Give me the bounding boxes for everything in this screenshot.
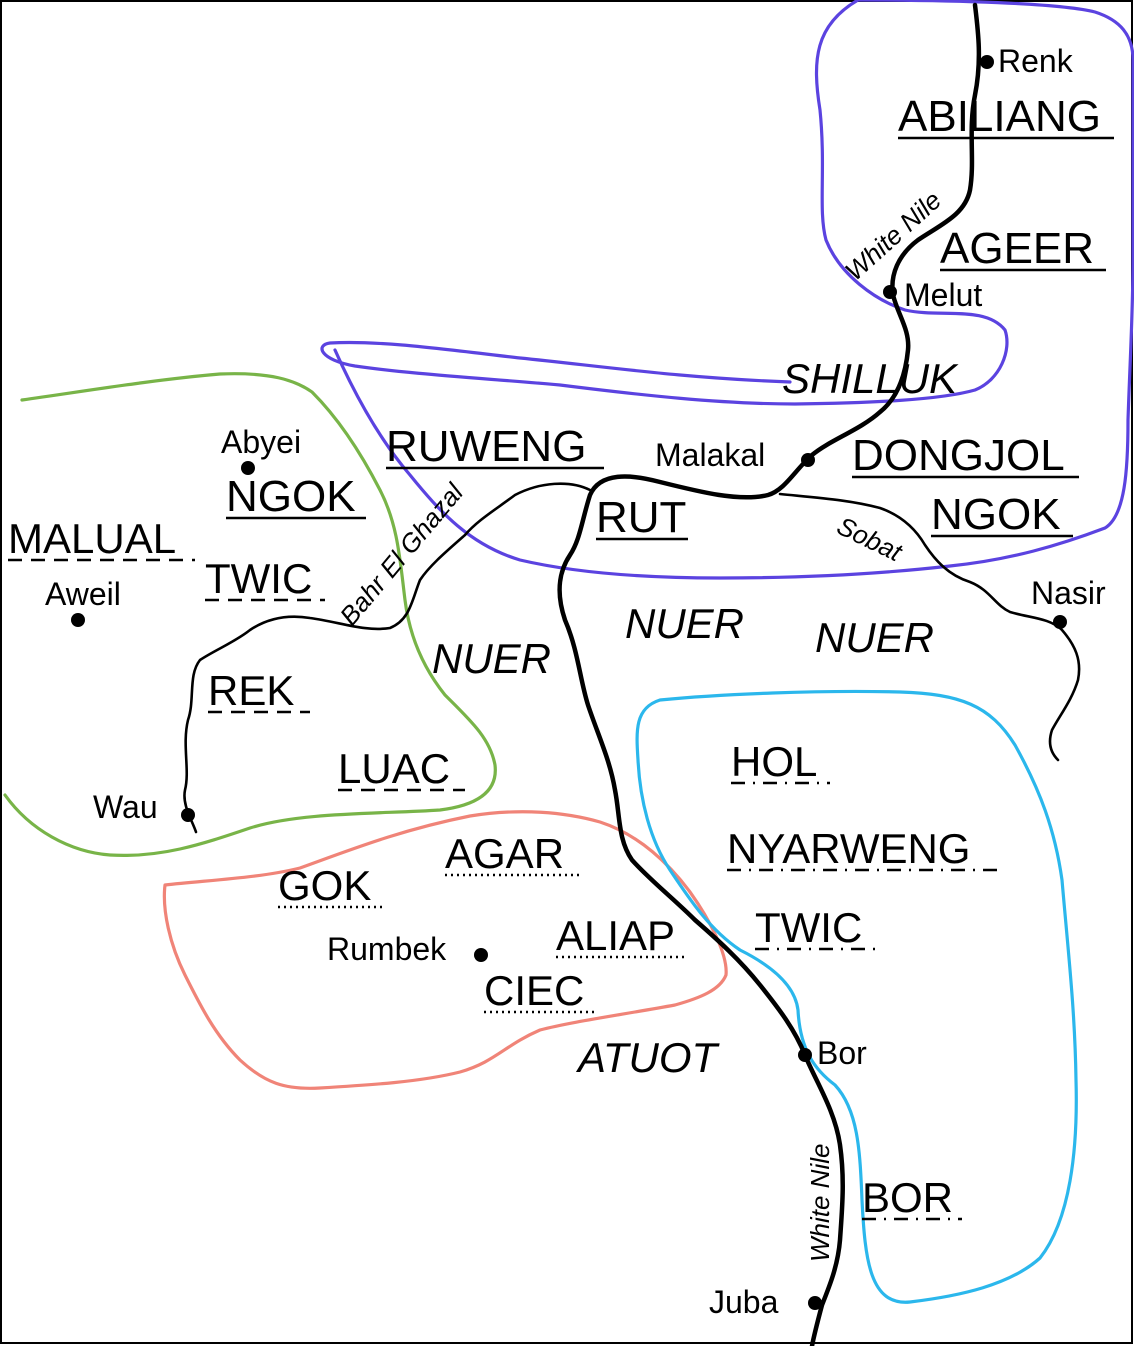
group-label-gok: GOK [278, 862, 371, 909]
group-label-nuer-center: NUER [625, 600, 744, 647]
town-label-aweil: Aweil [45, 576, 121, 612]
group-label-nuer-east: NUER [815, 614, 934, 661]
river-white-nile [557, 2, 982, 1346]
town-dot-juba [808, 1296, 822, 1310]
region-outline-cyan [635, 689, 1078, 1304]
river-sobat [778, 492, 1081, 762]
group-label-bor: BOR [862, 1174, 953, 1221]
group-label-ciec: CIEC [484, 967, 584, 1014]
group-label-nyarweng: NYARWENG [727, 825, 970, 872]
group-label-rut: RUT [596, 493, 686, 542]
town-label-nasir: Nasir [1031, 575, 1106, 611]
town-dot-aweil [71, 613, 85, 627]
region-outline-green [3, 372, 497, 858]
town-dot-renk [980, 55, 994, 69]
group-label-shilluk: SHILLUK [782, 355, 959, 402]
group-label-ruweng: RUWENG [386, 422, 586, 471]
river-label-white-nile-south: White Nile [805, 1144, 835, 1262]
region-outline-red [162, 810, 728, 1090]
town-label-rumbek: Rumbek [327, 931, 447, 967]
group-label-agar: AGAR [445, 830, 564, 877]
town-label-renk: Renk [998, 43, 1074, 79]
group-label-ngok-east: NGOK [931, 490, 1061, 539]
group-label-dongjol: DONGJOL [852, 431, 1065, 480]
town-dot-nasir [1053, 615, 1067, 629]
group-label-abiliang: ABILIANG [898, 92, 1101, 141]
group-label-rek: REK [208, 667, 294, 714]
town-dot-melut [883, 285, 897, 299]
group-label-hol: HOL [731, 738, 817, 785]
town-label-abyei: Abyei [221, 424, 301, 460]
town-dot-rumbek [474, 948, 488, 962]
group-label-ngok-west: NGOK [226, 472, 356, 521]
group-label-twic-east: TWIC [755, 904, 862, 951]
group-label-atuot: ATUOT [575, 1034, 721, 1081]
region-outline-purple-north [320, 0, 1009, 406]
town-label-malakal: Malakal [655, 437, 765, 473]
town-dot-bor [798, 1048, 812, 1062]
town-label-juba: Juba [709, 1284, 779, 1320]
group-label-luac: LUAC [338, 745, 450, 792]
town-label-melut: Melut [904, 277, 982, 313]
town-dot-wau [181, 808, 195, 822]
town-label-wau: Wau [93, 789, 158, 825]
town-dot-abyei [241, 461, 255, 475]
group-label-ageer: AGEER [940, 224, 1094, 273]
group-label-aliap: ALIAP [556, 912, 675, 959]
group-label-malual: MALUAL [8, 515, 176, 562]
group-label-nuer-west: NUER [432, 635, 551, 682]
region-outline-purple-south [333, 0, 1134, 580]
town-dot-malakal [801, 453, 815, 467]
group-label-twic-west: TWIC [205, 555, 312, 602]
town-label-bor: Bor [817, 1035, 867, 1071]
river-bahr-el-ghazal [183, 482, 592, 834]
